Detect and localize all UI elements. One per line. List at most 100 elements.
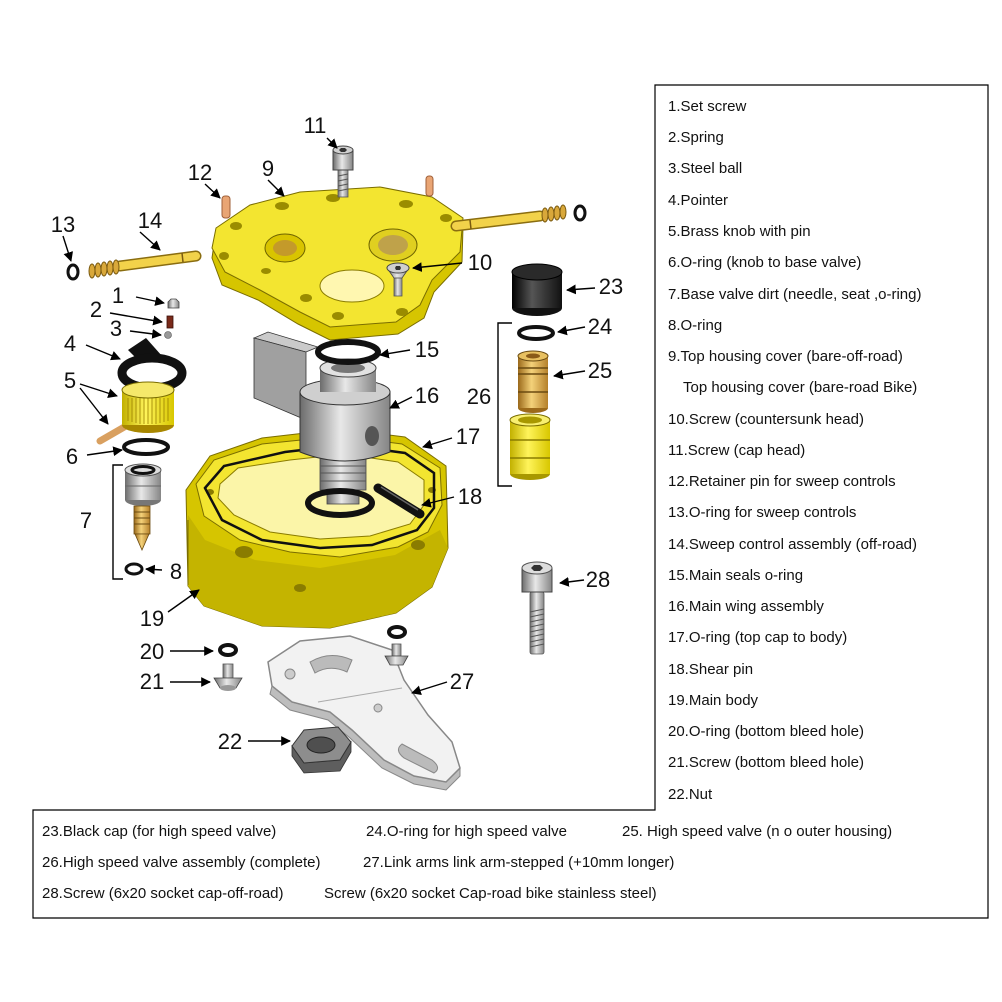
screw-head (384, 655, 409, 666)
nut (291, 726, 352, 774)
leader-arrows (62, 137, 596, 746)
sweep-thread (106, 260, 114, 276)
bracket-7 (112, 464, 123, 580)
sweep-o-ring-left (66, 263, 80, 281)
sweep-thread (559, 204, 567, 220)
link-arm-slot-bottom (398, 743, 438, 774)
hex-socket (395, 266, 401, 270)
sweep-groove (469, 219, 472, 230)
sweep-thread (112, 259, 120, 275)
legend-item-26: 26.High speed valve assembly (complete) (42, 854, 320, 871)
cover-hole (275, 202, 289, 210)
socket-cap-screw (521, 561, 553, 655)
legend-item-28b: Screw (6x20 socket Cap-road bike stainle… (324, 885, 657, 902)
wing-cylinder-bore (331, 363, 365, 373)
sweep-thread (541, 207, 549, 223)
wing-plate (253, 337, 307, 421)
leader-arrow-2 (109, 312, 163, 326)
sweep-groove (181, 252, 184, 263)
housing-body (510, 420, 550, 474)
leader-arrow-27 (411, 681, 448, 696)
link-arm-hole (284, 668, 296, 680)
leader-arrow-6 (86, 446, 123, 457)
cover-hole (219, 252, 229, 260)
main-wing-assembly (252, 331, 391, 505)
high-speed-o-ring (517, 325, 555, 341)
callout-19: 19 (140, 606, 164, 631)
legend-item-28: 28.Screw (6x20 socket cap-off-road) (42, 885, 284, 902)
leader-arrow-13 (62, 235, 73, 262)
valve-seat-o-ring (130, 465, 156, 475)
main-body (185, 428, 449, 629)
sweep-thread (94, 262, 102, 278)
cover-hole (261, 268, 271, 274)
callout-1: 1 (112, 283, 124, 308)
legend-item-16: 16.Main wing assembly (668, 598, 824, 615)
callout-numbers: 1 2 3 4 5 6 7 8 9 10 11 12 13 14 15 16 1… (51, 113, 623, 754)
legend-item-24: 24.O-ring for high speed valve (366, 823, 567, 840)
legend-item-1: 1.Set screw (668, 98, 747, 115)
leader-arrow-23 (566, 284, 596, 295)
countersunk-screw (386, 262, 410, 297)
legend-item-15: 15.Main seals o-ring (668, 567, 803, 584)
legend-item-17: 17.O-ring (top cap to body) (668, 629, 847, 646)
bleed-screw-left (213, 663, 243, 691)
high-speed-valve-housing (509, 413, 551, 480)
cover-hole (230, 222, 242, 230)
cover-hole (396, 308, 408, 316)
sweep-rod (452, 212, 544, 230)
callout-8: 8 (170, 559, 182, 584)
housing-bore (518, 416, 542, 424)
legend-item-20: 20.O-ring (bottom bleed hole) (668, 723, 864, 740)
cover-valve-seat-inner (378, 235, 408, 255)
callout-26: 26 (467, 384, 491, 409)
legend-item-12: 12.Retainer pin for sweep controls (668, 473, 896, 490)
bracket-26 (497, 322, 512, 487)
leader-arrow-11 (326, 137, 338, 149)
leader-arrow-25 (553, 369, 586, 380)
legend-item-4: 4.Pointer (668, 192, 728, 209)
body-hole (294, 584, 306, 592)
screw-head-bottom (220, 685, 236, 691)
wing-block-hole (365, 426, 379, 446)
leader-arrow-18 (421, 496, 455, 508)
legend-item-11: 11.Screw (cap head) (668, 442, 805, 459)
sweep-rod (116, 252, 200, 270)
hs-valve-body (518, 356, 548, 408)
cover-hole (399, 200, 413, 208)
link-arm-slot-top (309, 655, 353, 674)
leader-arrow-5b (79, 387, 109, 425)
leader-arrow-3 (129, 329, 162, 339)
sweep-thread (553, 205, 561, 221)
needle-o-ring (124, 562, 144, 576)
callout-11: 11 (304, 113, 327, 138)
leader-arrow-19 (167, 589, 200, 613)
sweep-thread (88, 263, 96, 279)
screw-shaft (393, 275, 403, 297)
callout-2: 2 (90, 297, 102, 322)
legend-right: 1.Set screw 2.Spring 3.Steel ball 4.Poin… (668, 98, 921, 803)
cap-top (511, 263, 563, 281)
knob-top (121, 381, 175, 399)
legend-item-19: 19.Main body (668, 692, 759, 709)
callout-12: 12 (188, 160, 212, 185)
base-valve (124, 463, 162, 551)
legend-item-13: 13.O-ring for sweep controls (668, 504, 856, 521)
cover-center-opening (319, 269, 385, 303)
wing-shaft-ridges (320, 465, 366, 482)
leader-arrow-24 (557, 325, 586, 336)
legend-item-3: 3.Steel ball (668, 160, 742, 177)
wing-block (299, 391, 391, 462)
body-hole (235, 546, 253, 558)
leader-arrow-12 (204, 183, 221, 199)
leader-arrow-4 (85, 344, 121, 361)
callout-23: 23 (599, 274, 623, 299)
legend-item-8: 8.O-ring (668, 317, 722, 334)
leader-arrow-16 (389, 396, 413, 409)
legend-item-10: 10.Screw (countersunk head) (668, 411, 864, 428)
callout-24: 24 (588, 314, 612, 339)
sweep-control-right (450, 204, 567, 232)
lower-main-seal-o-ring (305, 488, 375, 518)
screw-threads (529, 608, 545, 648)
callout-3: 3 (110, 316, 122, 341)
